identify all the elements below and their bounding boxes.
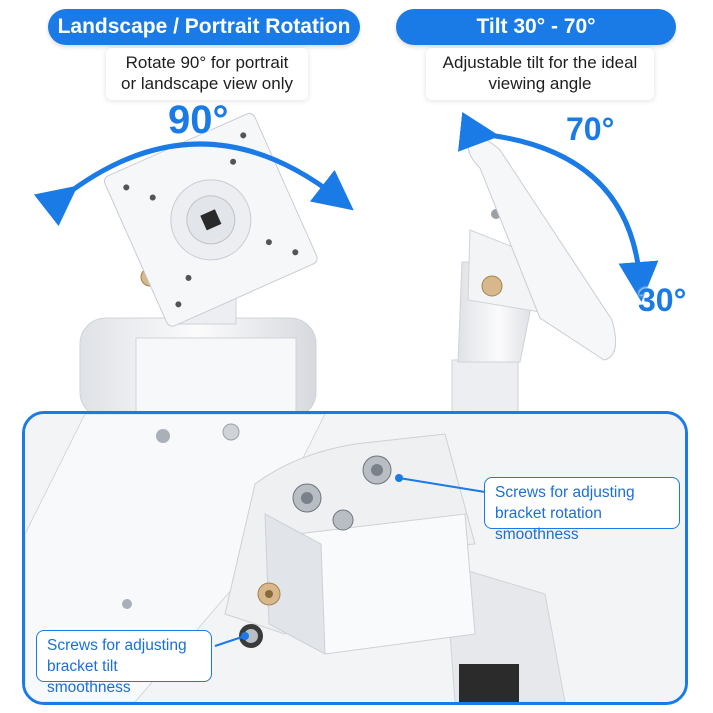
rotation-screws-callout-line2: bracket rotation smoothness: [495, 505, 602, 543]
tilt-max-label: 70°: [566, 111, 615, 147]
tilt-screws-callout: Screws for adjusting bracket tilt smooth…: [36, 630, 212, 696]
tilt-description: Adjustable tilt for the ideal viewing an…: [426, 48, 654, 100]
tilt-screws-callout-line1: Screws for adjusting: [47, 637, 187, 654]
tilt-description-line1: Adjustable tilt for the ideal: [442, 53, 638, 72]
rotation-arrow: [33, 141, 354, 227]
rotation-screws: [292, 455, 392, 531]
rotation-title: Landscape / Portrait Rotation: [48, 9, 360, 45]
tilt-screws: [239, 582, 281, 648]
tilt-min-label: 30°: [638, 282, 687, 318]
tilt-title: Tilt 30° - 70°: [396, 9, 676, 45]
tilt-arrow: [457, 111, 659, 302]
rotation-angle-label: 90°: [168, 98, 229, 142]
rotation-screws-callout-line1: Screws for adjusting: [495, 484, 635, 501]
rotation-description-line1: Rotate 90° for portrait: [125, 53, 289, 72]
rotation-screws-callout: Screws for adjusting bracket rotation sm…: [484, 477, 680, 543]
tilt-screws-callout-line2: bracket tilt smoothness: [47, 658, 131, 696]
rotation-description-line2: or landscape view only: [121, 74, 293, 93]
tilt-description-line2: viewing angle: [488, 74, 592, 93]
rotation-description: Rotate 90° for portrait or landscape vie…: [106, 48, 308, 100]
